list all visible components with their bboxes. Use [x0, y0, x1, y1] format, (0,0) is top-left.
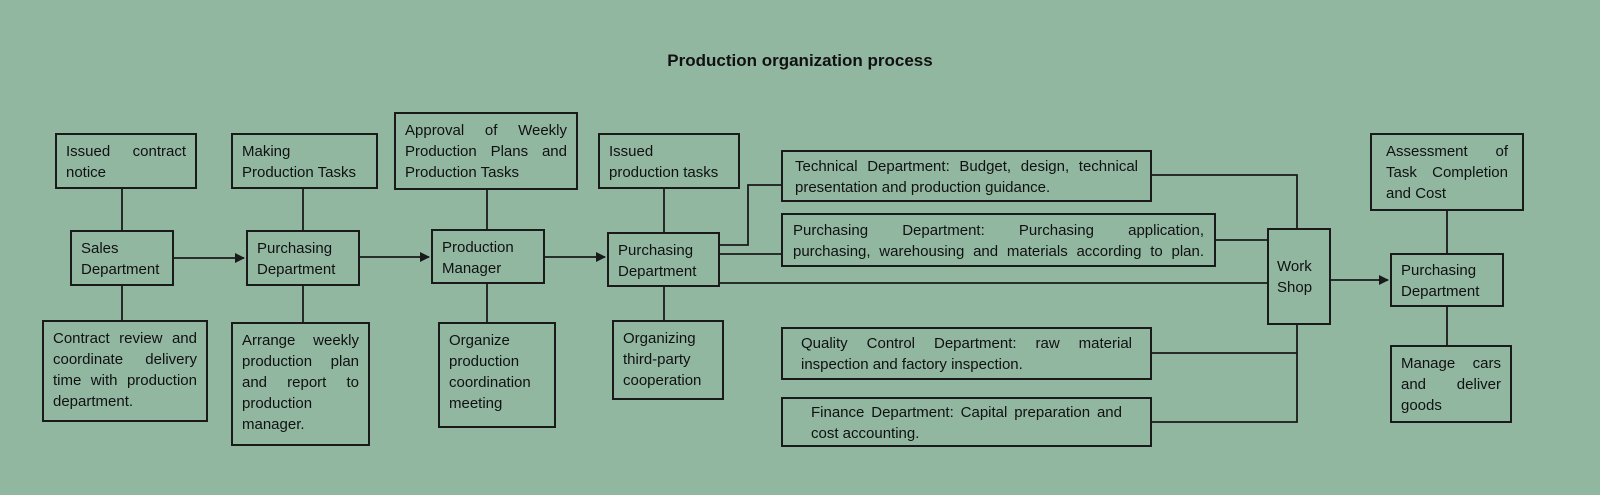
node-organizing-third-party: Organizing third-party cooperation	[612, 320, 724, 400]
node-contract-review: Contract review and coordinate delivery …	[42, 320, 208, 422]
node-assessment-task-completion: Assessment of Task Completion and Cost	[1370, 133, 1524, 211]
node-finance-department: Finance Department: Capital preparation …	[781, 397, 1152, 447]
page-title: Production organization process	[667, 51, 933, 70]
node-sales-department: Sales Department	[70, 230, 174, 286]
node-issued-production-tasks: Issued production tasks	[598, 133, 740, 189]
node-quality-control-department: Quality Control Department: raw material…	[781, 327, 1152, 380]
node-arrange-weekly-plan: Arrange weekly production plan and repor…	[231, 322, 370, 446]
node-issued-contract-notice: Issued contract notice	[55, 133, 197, 189]
node-technical-department: Technical Department: Budget, design, te…	[781, 150, 1152, 202]
node-purchasing-department-2: Purchasing Department	[607, 232, 720, 287]
connector-finance-to-workshop	[1152, 353, 1298, 423]
node-organize-coordination-meeting: Organize production coordination meeting	[438, 322, 556, 428]
node-approval-weekly-plans: Approval of Weekly Production Plans and …	[394, 112, 578, 190]
node-purchasing-department-wide: Purchasing Department: Purchasing applic…	[781, 213, 1216, 267]
node-manage-cars-deliver-goods: Manage cars and deliver goods	[1390, 345, 1512, 423]
connector-purchasing2-to-technical	[720, 184, 781, 246]
connector-quality-to-workshop	[1152, 325, 1298, 354]
node-purchasing-department-1: Purchasing Department	[246, 230, 360, 286]
node-production-manager: Production Manager	[431, 229, 545, 284]
node-purchasing-department-3: Purchasing Department	[1390, 253, 1504, 307]
node-making-production-tasks: Making Production Tasks	[231, 133, 378, 189]
connector-technical-to-workshop	[1152, 174, 1298, 228]
node-work-shop: Work Shop	[1267, 228, 1331, 325]
